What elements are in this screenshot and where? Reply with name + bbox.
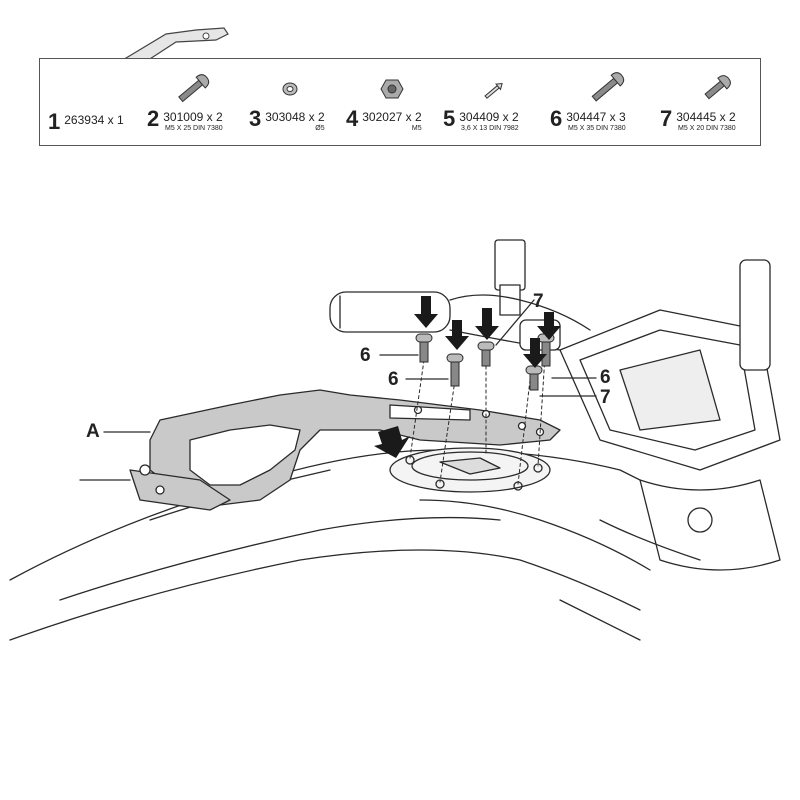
handlebar-grip-left [329,291,451,333]
arrow-group [374,296,561,458]
part-code: 304409 x 2 [459,110,519,124]
part-item-4: 4 302027 x 2 M5 [346,108,422,133]
part-item-5: 5 304409 x 2 3,6 X 13 DIN 7982 [443,108,519,133]
part-item-2: 2 301009 x 2 M5 X 25 DIN 7380 [147,108,223,133]
callout-6-mid: 6 [388,369,399,390]
part-number: 2 [147,106,160,131]
button-head-screw-icon [704,75,731,100]
callout-a: A [86,421,100,442]
screw-6a [415,333,433,363]
part-item-7: 7 304445 x 2 M5 X 20 DIN 7380 [660,108,736,133]
part-code: 304447 x 3 [566,110,626,124]
screw-7a [477,341,495,367]
part-spec: 3,6 X 13 DIN 7982 [461,125,519,132]
callout-7-top: 7 [533,291,544,312]
part-spec: M5 X 25 DIN 7380 [165,125,223,132]
part-spec: Ø5 [315,125,325,132]
down-arrow-icon [475,308,499,340]
part-code: 303048 x 2 [265,110,325,124]
part-number: 1 [48,109,61,134]
down-arrow-icon [445,320,469,350]
down-arrow-icon [414,296,438,328]
screw-6b [446,353,464,387]
fuel-tank-outline [9,449,661,581]
washer-icon [282,82,298,96]
part-item-6: 6 304447 x 3 M5 X 35 DIN 7380 [550,108,626,133]
screw-group [415,333,555,391]
part-item-3: 3 303048 x 2 Ø5 [249,108,325,133]
part-code: 263934 x 1 [64,113,124,127]
part-number: 7 [660,106,673,131]
part-number: 6 [550,106,563,131]
part-number: 5 [443,106,456,131]
self-tapping-screw-icon [484,82,503,99]
down-arrow-icon [523,338,547,368]
part-spec: M5 [411,125,422,132]
part-number: 4 [346,106,359,131]
down-arrow-icon [537,312,561,340]
down-arrow-icon [374,426,410,458]
button-head-screw-icon [591,72,625,102]
lock-nut-icon [380,79,404,99]
fuel-tank-lower [9,549,641,641]
callout-6-left: 6 [360,345,371,366]
part-spec: M5 X 35 DIN 7380 [568,125,626,132]
part-item-1: 1 263934 x 1 [48,111,124,133]
parts-list-panel: 1 263934 x 1 2 301009 x 2 M5 X 25 DIN 73… [39,58,761,146]
part-spec: M5 X 20 DIN 7380 [678,125,736,132]
screw-7b [525,365,543,391]
assembly-diagram [9,239,781,641]
callout-7-right: 7 [600,387,611,408]
button-head-screw-icon [178,74,210,103]
part-code: 301009 x 2 [163,110,223,124]
callout-6-right: 6 [600,367,611,388]
part-number: 3 [249,106,262,131]
part-code: 302027 x 2 [362,110,422,124]
part-code: 304445 x 2 [676,110,736,124]
